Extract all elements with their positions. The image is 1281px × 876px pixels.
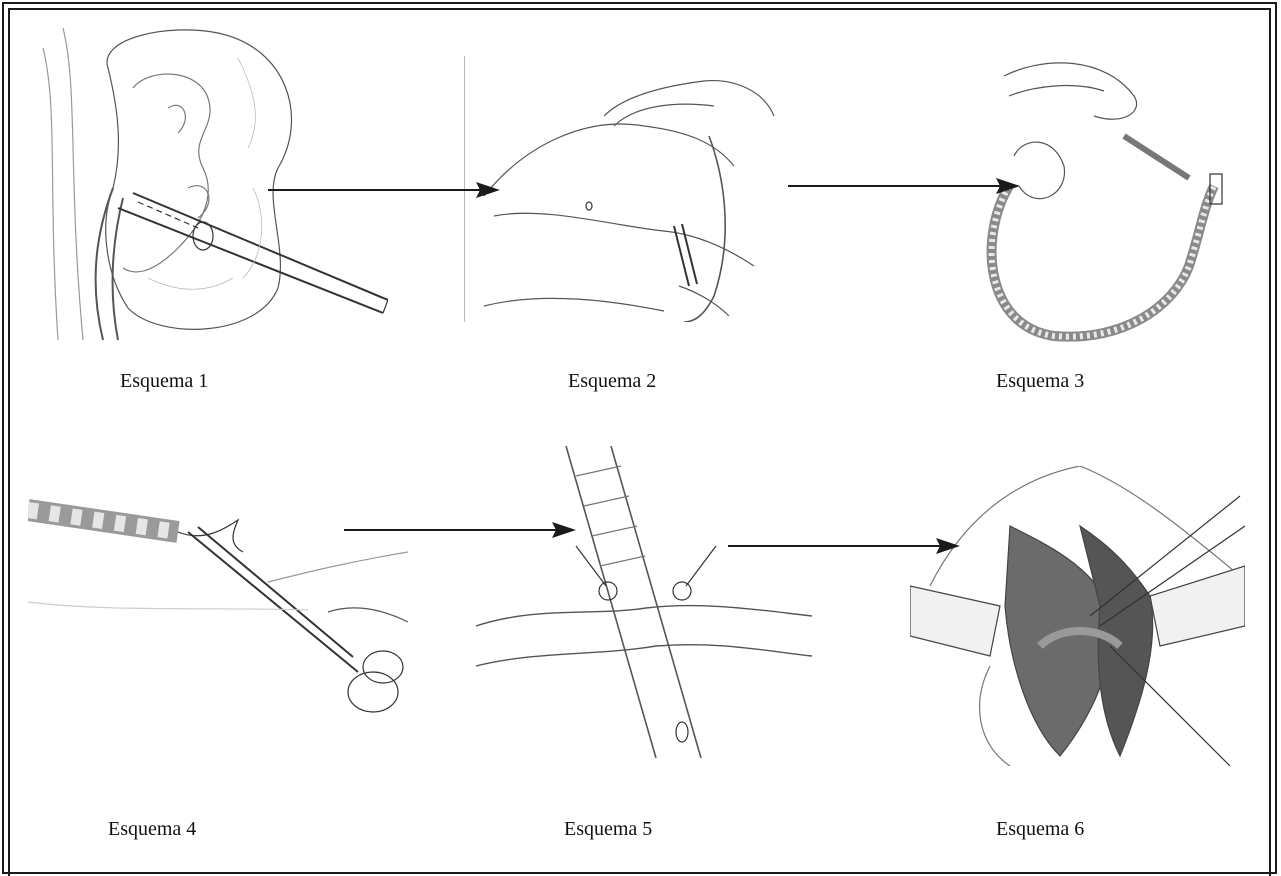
arrow-4-to-5 — [344, 520, 576, 540]
arrow-2-to-3 — [788, 176, 1020, 196]
esquema-2-illustration — [464, 56, 786, 322]
esquema-5-illustration — [476, 446, 812, 758]
esquema-4-caption: Esquema 4 — [108, 818, 196, 841]
esquema-5-caption: Esquema 5 — [564, 818, 652, 841]
esquema-3-caption: Esquema 3 — [996, 370, 1084, 393]
esquema-1-caption: Esquema 1 — [120, 370, 208, 393]
arrow-1-to-2 — [268, 180, 500, 200]
arrow-5-to-6 — [728, 536, 960, 556]
esquema-2-caption: Esquema 2 — [568, 370, 656, 393]
esquema-6-illustration — [910, 466, 1245, 766]
esquema-6-caption: Esquema 6 — [996, 818, 1084, 841]
